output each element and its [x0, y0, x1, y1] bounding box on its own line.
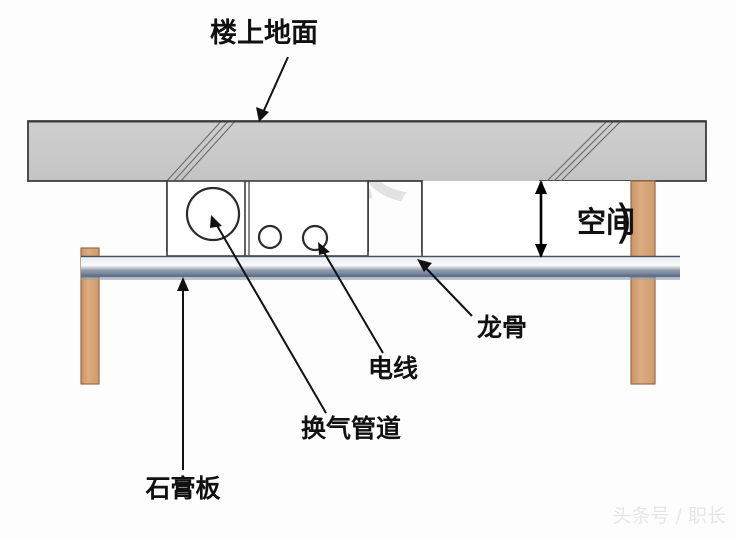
ventilation-duct-circle [185, 186, 241, 242]
bracket-fragment: ) [615, 195, 633, 249]
wood-post-right [630, 180, 656, 385]
label-electric-wire: 电线 [368, 354, 418, 383]
leader-ventilation-duct [214, 221, 327, 414]
leader-lines [177, 56, 473, 470]
services-in-cavity [185, 186, 329, 252]
label-ventilation-duct: 换气管道 [301, 414, 401, 443]
gypsum-board-body [81, 256, 680, 276]
dimension-arrowhead-top [535, 180, 547, 194]
arrowhead-electric-wire [318, 242, 330, 255]
label-gypsum-board: 石膏板 [144, 474, 220, 503]
watermark-corner: 头条号 / 职长 [613, 505, 726, 527]
arrowhead-upstairs-floor [256, 107, 269, 122]
arrowhead-gypsum-board [177, 277, 189, 291]
arrowhead-keel [417, 259, 432, 272]
leader-upstairs-floor [260, 56, 289, 118]
dimension-arrowhead-bottom [535, 244, 547, 258]
label-upstairs-floor: 楼上地面 [210, 18, 318, 49]
wood-post-left [80, 247, 100, 385]
electric-wire-circle-left [257, 224, 283, 250]
leader-electric-wire [321, 248, 384, 354]
electric-wire-circle-right [301, 224, 329, 252]
leader-keel [421, 263, 473, 317]
label-space: 空间 [577, 205, 635, 239]
arrowhead-ventilation-duct [210, 215, 222, 228]
gypsum-board-layer [81, 255, 680, 280]
wood-post-group [80, 180, 656, 385]
label-keel: 龙骨 [477, 313, 527, 342]
ceiling-cavity-height-dimension [535, 180, 547, 258]
